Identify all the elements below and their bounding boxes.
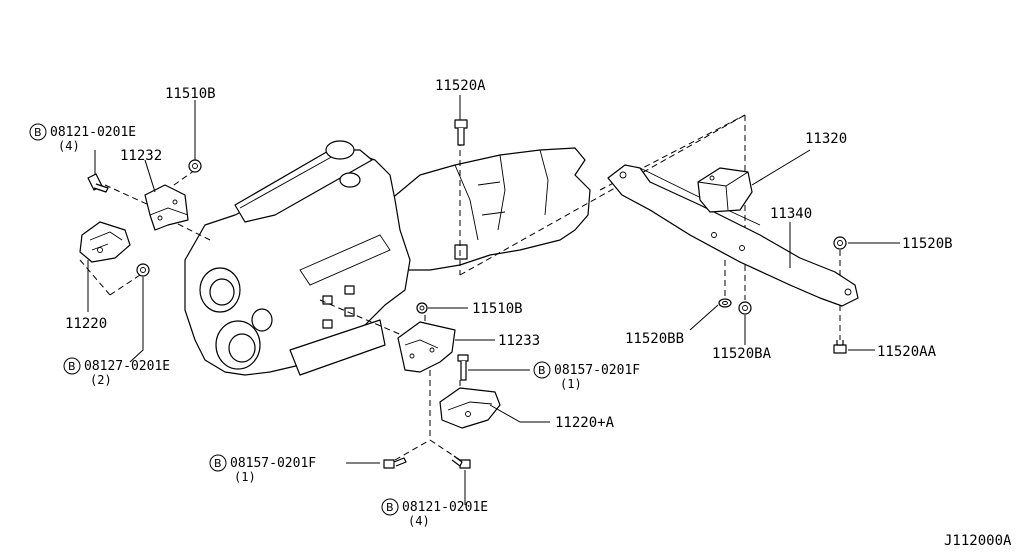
part-labels: 11510B 11520A B 08121-0201E (4) 11232 11… bbox=[29, 78, 1012, 549]
qty-08121-top: (4) bbox=[58, 139, 80, 153]
b-marker-08157-left: B bbox=[214, 457, 222, 470]
nut-11510b-top bbox=[188, 159, 202, 173]
b-marker-08121-top: B bbox=[34, 126, 42, 139]
label-11510b-mid: 11510B bbox=[472, 301, 523, 317]
bolt-08121-bottom bbox=[451, 455, 471, 469]
label-11520bb: 11520BB bbox=[625, 331, 684, 347]
bolt-08121-top bbox=[87, 173, 109, 193]
b-circle-08121-bottom bbox=[381, 498, 399, 516]
washer-11520bb bbox=[718, 298, 732, 308]
bracket-11232 bbox=[144, 184, 189, 231]
fasteners bbox=[87, 119, 847, 469]
nut-11520ba bbox=[738, 301, 752, 315]
qty-08157-left: (1) bbox=[234, 470, 256, 484]
label-08127: 08127-0201E bbox=[84, 359, 170, 374]
label-11232: 11232 bbox=[120, 148, 162, 164]
diagram-id: J112000A bbox=[944, 533, 1012, 549]
b-circle-08121-top bbox=[29, 123, 47, 141]
label-11340: 11340 bbox=[770, 206, 812, 222]
bolt-11520aa bbox=[833, 340, 847, 354]
nut-08127 bbox=[136, 263, 150, 277]
b-circle-08157-left bbox=[209, 454, 227, 472]
label-08157-left: 08157-0201F bbox=[230, 456, 316, 471]
label-08157-right: 08157-0201F bbox=[554, 363, 640, 378]
nut-11510b-mid bbox=[416, 302, 428, 314]
label-11233: 11233 bbox=[498, 333, 540, 349]
qty-08127: (2) bbox=[90, 373, 112, 387]
label-11220-a: 11220+A bbox=[555, 415, 615, 431]
leader-lines bbox=[87, 95, 900, 505]
crossmember-11340 bbox=[607, 164, 859, 307]
qty-08121-bottom: (4) bbox=[408, 514, 430, 528]
bolt-11520a bbox=[454, 119, 468, 146]
b-circle-08157-right bbox=[533, 361, 551, 379]
b-marker-08121-bottom: B bbox=[386, 501, 394, 514]
b-marker-08157-right: B bbox=[538, 364, 546, 377]
nut-11520b bbox=[833, 236, 847, 250]
mount-11220 bbox=[79, 221, 131, 263]
bolt-08157-right bbox=[457, 354, 469, 381]
b-marker-08127: B bbox=[68, 360, 76, 373]
label-11220: 11220 bbox=[65, 316, 107, 332]
label-11510b-top: 11510B bbox=[165, 86, 216, 102]
b-circle-08127 bbox=[63, 357, 81, 375]
mount-11220-a bbox=[439, 387, 501, 429]
qty-08157-right: (1) bbox=[560, 377, 582, 391]
label-08121-top: 08121-0201E bbox=[50, 125, 136, 140]
label-11520a: 11520A bbox=[435, 78, 486, 94]
label-11520aa: 11520AA bbox=[877, 344, 937, 360]
label-11520ba: 11520BA bbox=[712, 346, 772, 362]
label-11520b: 11520B bbox=[902, 236, 953, 252]
mount-11320 bbox=[697, 167, 753, 213]
engine-transmission-assembly bbox=[184, 140, 591, 376]
label-08121-bottom: 08121-0201E bbox=[402, 500, 488, 515]
label-11320: 11320 bbox=[805, 131, 847, 147]
bracket-11233 bbox=[397, 321, 456, 373]
bolt-08157-left bbox=[383, 457, 407, 469]
